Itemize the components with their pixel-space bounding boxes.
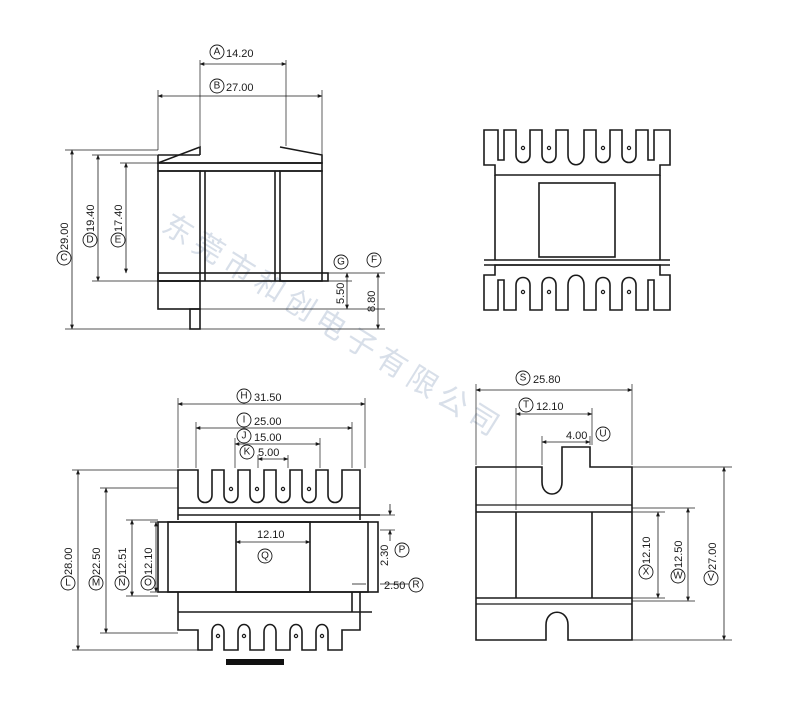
dim-A: A 14.20 [209,44,254,60]
dim-I: I 25.00 [236,412,282,428]
svg-text:28.00: 28.00 [63,547,75,575]
svg-text:L: L [65,578,71,589]
watermark: 东莞市和创电子有限公司 [156,207,510,447]
svg-text:S: S [520,373,527,384]
front-view: H 31.50 I 25.00 J 15.00 K 5.00 L 28.00 [60,388,424,665]
svg-text:5.00: 5.00 [258,447,279,459]
dim-J: J 15.00 [236,428,282,444]
dim-P: 2.30 P [379,542,410,566]
svg-text:R: R [412,580,419,591]
svg-text:P: P [399,545,406,556]
svg-text:8.80: 8.80 [366,291,378,312]
dim-U: 4.00 U [566,426,611,442]
dim-O: O 12.10 [140,547,156,591]
svg-text:A: A [214,47,221,58]
svg-text:V: V [708,573,715,584]
svg-text:B: B [214,81,221,92]
svg-text:29.00: 29.00 [59,222,71,250]
svg-text:H: H [240,391,247,402]
side-view: A 14.20 B 27.00 C 29.00 D 19.40 E 17.4 [56,44,385,330]
dim-W: W 12.50 [670,540,686,584]
svg-text:25.00: 25.00 [254,416,282,428]
dim-F: F 8.80 [366,252,382,312]
dim-G: G 5.50 [333,254,349,304]
svg-text:12.10: 12.10 [536,401,564,413]
svg-text:T: T [523,400,529,411]
dim-H: H 31.50 [236,388,282,404]
svg-text:4.00: 4.00 [566,430,587,442]
svg-text:U: U [599,429,606,440]
svg-text:K: K [244,447,251,458]
svg-text:27.00: 27.00 [226,82,254,94]
dim-Q: 12.10 Q [257,529,285,564]
svg-text:M: M [92,578,100,589]
dim-E: E 17.40 [110,204,126,248]
dim-L: L 28.00 [60,547,76,591]
svg-text:17.40: 17.40 [113,204,125,232]
svg-text:J: J [242,431,247,442]
dim-N: N 12.51 [114,547,130,591]
svg-text:F: F [371,255,377,266]
dim-R: 2.50 R [384,577,424,593]
scale-bar [226,659,284,665]
svg-text:12.10: 12.10 [143,547,155,575]
bottom-view: S 25.80 T 12.10 4.00 U X 12.10 W 12.50 [475,370,732,641]
dim-B: B 27.00 [209,78,254,94]
svg-text:14.20: 14.20 [226,48,254,60]
svg-text:15.00: 15.00 [254,432,282,444]
svg-text:19.40: 19.40 [85,204,97,232]
dim-C: C 29.00 [56,222,72,266]
top-view [483,129,671,311]
svg-text:27.00: 27.00 [707,542,719,570]
svg-text:12.10: 12.10 [641,536,653,564]
svg-text:25.80: 25.80 [533,374,561,386]
svg-text:E: E [115,235,122,246]
dim-D: D 19.40 [82,204,98,248]
svg-text:12.10: 12.10 [257,529,285,541]
svg-text:Q: Q [261,551,269,562]
svg-text:D: D [86,235,93,246]
svg-text:12.50: 12.50 [673,540,685,568]
svg-text:X: X [643,567,650,578]
dim-X: X 12.10 [638,536,654,580]
svg-text:5.50: 5.50 [335,283,347,304]
svg-text:I: I [243,415,246,426]
svg-text:G: G [337,257,345,268]
svg-text:W: W [673,571,683,582]
svg-text:12.51: 12.51 [117,547,129,575]
svg-text:C: C [60,253,67,264]
dim-T: T 12.10 [518,397,564,413]
svg-text:2.30: 2.30 [379,545,391,566]
svg-text:31.50: 31.50 [254,392,282,404]
svg-text:2.50: 2.50 [384,580,405,592]
svg-text:O: O [144,578,152,589]
dim-V: V 27.00 [703,542,719,586]
dim-K: K 5.00 [239,444,279,460]
dim-M: M 22.50 [88,547,104,591]
svg-text:N: N [118,578,125,589]
dim-S: S 25.80 [515,370,561,386]
svg-text:22.50: 22.50 [91,547,103,575]
